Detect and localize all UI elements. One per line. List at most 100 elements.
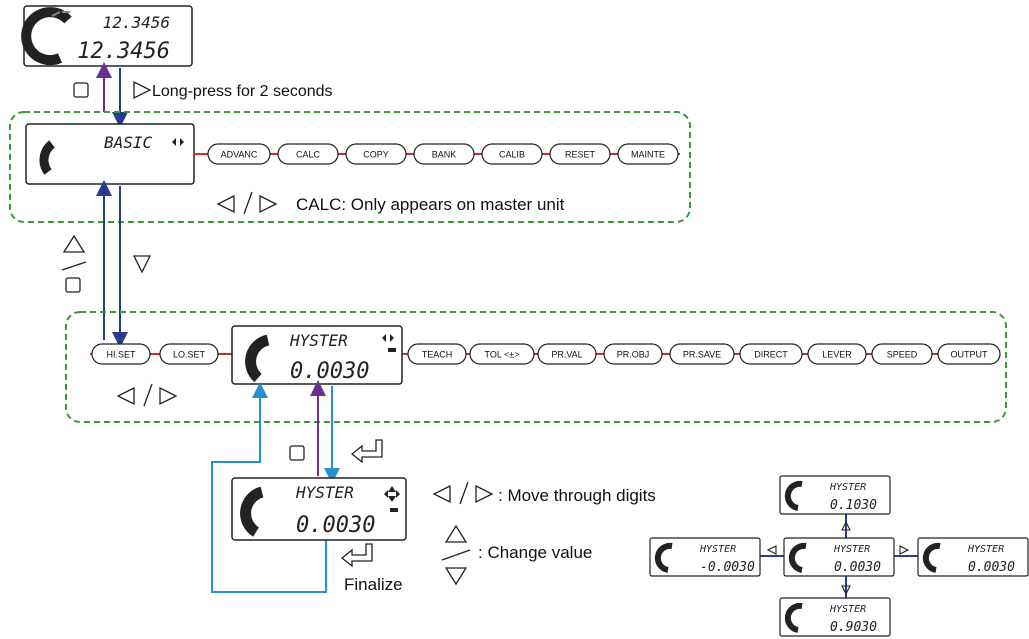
menu-item-calib-label: CALIB: [499, 150, 525, 160]
gauge-icon: [240, 486, 264, 537]
example-display-center: HYSTER 0.0030: [783, 537, 895, 577]
example-display-bottom: HYSTER 0.9030: [779, 597, 891, 637]
menu-item-lo-set-label: LO.SET: [173, 350, 206, 360]
menu-item-tol--label: TOL <±>: [485, 350, 520, 360]
menu-item-speed: SPEED: [871, 343, 933, 365]
menu-item-pr-obj-label: PR.OBJ: [617, 350, 650, 360]
calc-note: CALC: Only appears on master unit: [296, 195, 565, 214]
menu-item-mainte: MAINTE: [617, 143, 679, 165]
menu-item-advanc: ADVANC: [207, 143, 271, 165]
menu-item-output: OUTPUT: [937, 343, 1001, 365]
example-display-top: HYSTER 0.1030: [779, 475, 891, 515]
submenu-left-items: HI.SET LO.SET: [91, 343, 219, 365]
example-display-top-line2: 0.1030: [830, 498, 877, 513]
example-display-bottom-line2: 0.9030: [830, 620, 877, 635]
direction-indicator-icon: [382, 334, 396, 352]
basic-display-label: BASIC: [104, 133, 153, 152]
gauge-icon: [784, 480, 803, 511]
left-right-keys-icon: [116, 383, 178, 407]
example-display-bottom-line1: HYSTER: [829, 604, 866, 615]
example-right-key-icon: [899, 545, 910, 555]
submenu-group-border: [65, 311, 1007, 423]
down-key-icon: [132, 255, 152, 274]
menu-item-bank-label: BANK: [432, 150, 457, 160]
up-key-icon: [61, 234, 87, 293]
set-key-icon: [289, 445, 305, 461]
menu-item-hi-set-label: HI.SET: [106, 350, 136, 360]
menu-item-copy-label: COPY: [363, 150, 389, 160]
change-value-label: : Change value: [478, 543, 592, 562]
menu-item-pr-save: PR.SAVE: [669, 343, 735, 365]
right-key-icon: [133, 80, 152, 100]
menu-item-pr-val-label: PR.VAL: [551, 350, 582, 360]
left-right-keys-icon: [432, 481, 494, 505]
finalize-return-arrow: [211, 382, 327, 593]
example-left-key-icon: [766, 545, 777, 555]
gauge-icon: [654, 542, 673, 573]
example-display-right-line2: 0.0030: [968, 560, 1015, 575]
example-display-left-line1: HYSTER: [699, 544, 736, 555]
menu-item-tol-: TOL <±>: [469, 343, 535, 365]
menu-item-lever: LEVER: [807, 343, 867, 365]
direction-indicator-icon: [172, 138, 184, 146]
example-display-right: HYSTER 0.0030: [917, 537, 1029, 577]
menu-item-lo-set: LO.SET: [159, 343, 219, 365]
long-press-label: Long-press for 2 seconds: [152, 83, 333, 100]
left-right-keys-icon: [216, 191, 278, 215]
menu-item-direct: DIRECT: [739, 343, 803, 365]
menu-item-calib: CALIB: [481, 143, 543, 165]
menu-item-calc-label: CALC: [296, 150, 321, 160]
enter-key-icon: [350, 439, 383, 464]
up-down-keys-icon: [441, 524, 471, 586]
menu-item-hi-set: HI.SET: [91, 343, 151, 365]
set-key-icon: [73, 82, 89, 98]
move-indicator-icon: [384, 486, 400, 512]
example-displays: HYSTER0.1030HYSTER-0.0030HYSTER0.0030HYS…: [649, 475, 1029, 637]
menu-item-lever-label: LEVER: [822, 350, 852, 360]
example-display-center-line2: 0.0030: [834, 560, 881, 575]
basic-menu-items: ADVANC CALC COPY BANK CALIB RESET MAINTE: [207, 143, 679, 165]
move-digits-label: : Move through digits: [498, 486, 656, 505]
menu-item-pr-save-label: PR.SAVE: [683, 350, 721, 360]
menu-item-pr-val: PR.VAL: [537, 343, 597, 365]
menu-item-pr-obj: PR.OBJ: [603, 343, 663, 365]
example-display-left: HYSTER-0.0030: [649, 537, 761, 577]
top-display: 12.3456 12.3456: [21, 5, 193, 67]
menu-item-advanc-label: ADVANC: [221, 150, 258, 160]
top-display-line1: 12.3456: [103, 13, 170, 32]
submenu-right-items: TEACH TOL <±> PR.VAL PR.OBJ PR.SAVE DIRECT LEV…: [407, 343, 1001, 365]
example-down-key-icon: [841, 585, 851, 596]
menu-item-teach: TEACH: [407, 343, 467, 365]
gauge-icon: [922, 542, 941, 573]
menu-item-reset-label: RESET: [565, 150, 596, 160]
hyster-display: HYSTER 0.0030: [231, 325, 403, 385]
menu-item-copy: COPY: [345, 143, 407, 165]
gauge-icon: [21, 7, 72, 66]
gauge-icon: [788, 542, 807, 573]
menu-item-output-label: OUTPUT: [951, 350, 989, 360]
enter-key-icon: [340, 543, 373, 568]
hyster-display-line1: HYSTER: [289, 331, 348, 350]
example-up-key-icon: [841, 520, 851, 531]
gauge-icon: [245, 334, 270, 383]
gauge-icon: [784, 602, 803, 633]
menu-item-bank: BANK: [413, 143, 475, 165]
menu-item-calc: CALC: [277, 143, 339, 165]
finalize-label: Finalize: [344, 575, 403, 594]
edit-display-line2: 0.0030: [296, 513, 375, 538]
hyster-display-line2: 0.0030: [290, 359, 369, 384]
menu-item-speed-label: SPEED: [887, 350, 918, 360]
menu-item-teach-label: TEACH: [422, 350, 453, 360]
gauge-icon: [39, 140, 55, 175]
edit-display-line1: HYSTER: [295, 483, 354, 502]
example-display-top-line1: HYSTER: [829, 482, 866, 493]
basic-display: BASIC: [25, 123, 195, 185]
example-display-center-line1: HYSTER: [833, 544, 870, 555]
menu-item-mainte-label: MAINTE: [631, 150, 665, 160]
top-display-line2: 12.3456: [77, 39, 170, 64]
basic-group-border: [9, 111, 691, 223]
example-display-right-line1: HYSTER: [967, 544, 1004, 555]
edit-display: HYSTER 0.0030: [231, 477, 407, 541]
menu-item-direct-label: DIRECT: [754, 350, 788, 360]
